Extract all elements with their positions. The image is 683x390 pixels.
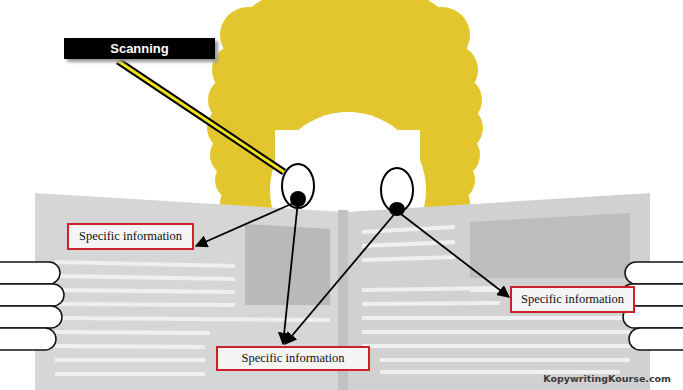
newspaper — [35, 193, 650, 390]
info-box: Specific information — [216, 346, 370, 371]
eyes — [282, 164, 413, 216]
info-box: Specific information — [510, 286, 635, 313]
box-text: Specific information — [241, 351, 344, 366]
watermark: KopywritingKourse.com — [543, 373, 671, 384]
box-text: Scanning — [110, 41, 169, 56]
box-text: Specific information — [79, 229, 182, 244]
box-text: Specific information — [521, 292, 624, 307]
pointer-line — [118, 61, 284, 172]
info-box: Specific information — [67, 223, 194, 250]
gaze-arrows — [196, 201, 509, 344]
section-tag: Scanning — [64, 38, 215, 59]
hands — [0, 262, 683, 350]
